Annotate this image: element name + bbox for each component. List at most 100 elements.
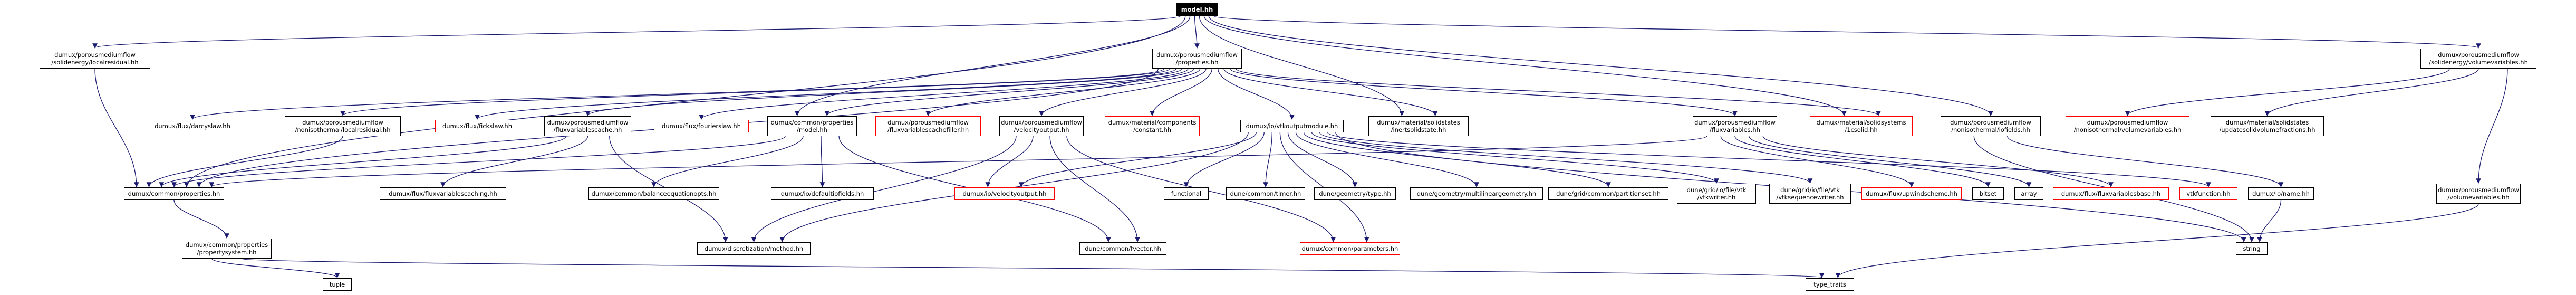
graph-node-vtkoutputmodule[interactable]: dumux/io/vtkoutputmodule.hh bbox=[1240, 120, 1344, 132]
graph-node-multilineargeometry[interactable]: dune/geometry/multilineargeometry.hh bbox=[1410, 187, 1543, 200]
graph-node-ni-localresidual[interactable]: dumux/porousmediumflow /nonisothermal/lo… bbox=[285, 116, 401, 136]
include-edge-pmf-fluxvariables-to-array bbox=[1749, 136, 2032, 187]
graph-node-fourierslaw[interactable]: dumux/flux/fourierslaw.hh bbox=[654, 120, 749, 132]
include-edge-vtkoutputmodule-to-vtksequencewriter bbox=[1319, 132, 1813, 184]
graph-node-ni-volumevariables[interactable]: dumux/porousmediumflow /nonisothermal/vo… bbox=[2066, 116, 2189, 136]
graph-node-vtksequencewriter[interactable]: dune/grid/io/file/vtk /vtksequencewriter… bbox=[1769, 184, 1851, 204]
graph-node-updatesolidvolfrac[interactable]: dumux/material/solidstates /updatesolidv… bbox=[2211, 116, 2324, 136]
include-edge-props-model-to-defaultiofields bbox=[819, 136, 825, 187]
include-edge-ni-iofields-to-io-name bbox=[2007, 136, 2284, 187]
graph-node-constant[interactable]: dumux/material/components /constant.hh bbox=[1105, 116, 1200, 136]
graph-node-array[interactable]: array bbox=[2014, 187, 2043, 200]
graph-node-defaultiofields[interactable]: dumux/io/defaultiofields.hh bbox=[771, 187, 874, 200]
include-edge-ni-localresidual-to-common-properties bbox=[146, 136, 343, 187]
graph-node-type-traits[interactable]: type_traits bbox=[1806, 278, 1854, 291]
include-edge-pmf-velocityoutput-to-fvector bbox=[1049, 136, 1140, 242]
include-edge-fluxvarscache-to-fluxvarscaching bbox=[440, 136, 588, 187]
include-edge-se-volumevariables-to-pmf-volumevariables bbox=[2476, 68, 2508, 184]
include-edge-pmf-fluxvariables-to-bitset bbox=[1734, 136, 1991, 187]
graph-node-partitionset[interactable]: dune/grid/common/partitionset.hh bbox=[1548, 187, 1668, 200]
include-edge-pmf-properties-to-pmf-velocityoutput bbox=[1039, 68, 1207, 116]
include-edge-common-properties-to-propertysystem bbox=[173, 199, 229, 239]
include-edge-model-to-se-localresidual bbox=[92, 15, 1181, 49]
include-edge-model-to-pmf-properties bbox=[1194, 15, 1200, 49]
graph-node-fvector[interactable]: dune/common/fvector.hh bbox=[1079, 242, 1166, 255]
graph-node-props-model[interactable]: dumux/common/properties /model.hh bbox=[767, 116, 857, 136]
include-edge-model-to-common-properties bbox=[184, 15, 1186, 187]
graph-node-fluxvarscachefiller[interactable]: dumux/porousmediumflow /fluxvariablescac… bbox=[875, 116, 981, 136]
include-edge-pmf-properties-to-constant bbox=[1150, 68, 1212, 116]
include-edge-pmf-properties-to-props-model bbox=[824, 68, 1194, 116]
include-edge-vtkoutputmodule-to-timer bbox=[1263, 132, 1272, 187]
include-edge-se-localresidual-to-common-properties bbox=[94, 68, 139, 187]
include-edge-model-to-ni-iofields bbox=[1208, 15, 1993, 116]
include-edge-vtkoutputmodule-to-method bbox=[779, 132, 1249, 242]
graph-node-darcyslaw[interactable]: dumux/flux/darcyslaw.hh bbox=[148, 120, 237, 132]
graph-node-io-velocityoutput[interactable]: dumux/io/velocityoutput.hh bbox=[954, 187, 1055, 200]
include-edge-propertysystem-to-type-traits bbox=[241, 258, 1824, 278]
include-edge-model-to-inertsolidstate bbox=[1199, 15, 1405, 116]
graph-node-pmf-volumevariables[interactable]: dumux/porousmediumflow /volumevariables.… bbox=[2436, 184, 2521, 204]
graph-node-ni-iofields[interactable]: dumux/porousmediumflow /nonisothermal/io… bbox=[1941, 116, 2041, 136]
include-edge-pmf-fluxvariables-to-common-properties bbox=[209, 136, 1707, 187]
graph-node-pmf-properties[interactable]: dumux/porousmediumflow /properties.hh bbox=[1152, 49, 1242, 69]
graph-node-onecsolid[interactable]: dumux/material/solidsystems /1csolid.hh bbox=[1810, 116, 1913, 136]
graph-node-io-name[interactable]: dumux/io/name.hh bbox=[2248, 187, 2314, 200]
include-edge-vtkoutputmodule-to-parameters bbox=[1279, 132, 1369, 242]
include-edge-io-name-to-string bbox=[2257, 199, 2282, 242]
graph-node-tuple[interactable]: tuple bbox=[323, 278, 352, 291]
include-edge-propertysystem-to-tuple bbox=[211, 258, 340, 278]
include-edge-pmf-properties-to-fickslaw bbox=[475, 68, 1176, 120]
include-edge-pmf-properties-to-inertsolidstate bbox=[1223, 68, 1438, 116]
graph-node-balanceequationopts[interactable]: dumux/common/balanceequationopts.hh bbox=[588, 187, 719, 200]
include-edge-model-to-onecsolid bbox=[1203, 15, 1847, 116]
include-edge-se-volumevariables-to-ni-volumevariables bbox=[2125, 68, 2450, 116]
graph-node-functional[interactable]: functional bbox=[1164, 187, 1209, 200]
include-edge-vtkoutputmodule-to-functional bbox=[1183, 132, 1265, 187]
include-edge-props-model-to-common-properties bbox=[171, 136, 786, 187]
include-edge-pmf-properties-to-onecsolid bbox=[1236, 68, 1881, 116]
graph-node-fluxvariablesbase[interactable]: dumux/flux/fluxvariablesbase.hh bbox=[2053, 187, 2169, 200]
include-edge-pmf-properties-to-fourierslaw bbox=[699, 68, 1189, 120]
graph-node-upwindscheme[interactable]: dumux/flux/upwindscheme.hh bbox=[1861, 187, 1962, 200]
graph-node-fickslaw[interactable]: dumux/flux/fickslaw.hh bbox=[435, 120, 519, 132]
include-edge-pmf-properties-to-darcyslaw bbox=[190, 68, 1165, 120]
include-edge-pmf-properties-to-pmf-fluxvariables bbox=[1229, 68, 1738, 116]
graph-node-parameters[interactable]: dumux/common/parameters.hh bbox=[1300, 242, 1400, 255]
include-edge-pmf-velocityoutput-to-method bbox=[751, 136, 1017, 242]
graph-node-pmf-velocityoutput[interactable]: dumux/porousmediumflow /velocityoutput.h… bbox=[999, 116, 1084, 136]
graph-node-fluxvarscache[interactable]: dumux/porousmediumflow /fluxvariablescac… bbox=[544, 116, 631, 136]
include-edge-se-volumevariables-to-updatesolidvolfrac bbox=[2264, 68, 2479, 116]
include-edge-props-model-to-balanceequationopts bbox=[651, 136, 804, 187]
include-edge-model-to-props-model bbox=[794, 15, 1191, 116]
include-edge-vtkoutputmodule-to-vtkwriter bbox=[1311, 132, 1719, 184]
include-edge-model-to-se-volumevariables bbox=[1213, 15, 2481, 49]
graph-node-se-volumevariables[interactable]: dumux/porousmediumflow /solidenergy/volu… bbox=[2420, 49, 2536, 69]
include-edge-vtkoutputmodule-to-vtkfunction bbox=[1327, 132, 2211, 187]
graph-node-model[interactable]: model.hh bbox=[1176, 3, 1218, 16]
graph-node-inertsolidstate[interactable]: dumux/material/solidstates /inertsolidst… bbox=[1368, 116, 1469, 136]
graph-node-pmf-fluxvariables[interactable]: dumux/porousmediumflow /fluxvariables.hh bbox=[1693, 116, 1777, 136]
graph-node-fluxvarscaching[interactable]: dumux/flux/fluxvariablescaching.hh bbox=[380, 187, 506, 200]
include-edge-pmf-properties-to-fluxvarscache bbox=[585, 68, 1183, 116]
include-edge-pmf-properties-to-vtkoutputmodule bbox=[1218, 68, 1295, 120]
include-edge-pmf-velocityoutput-to-io-velocityoutput bbox=[985, 136, 1034, 187]
graph-node-bitset[interactable]: bitset bbox=[1972, 187, 2004, 200]
graph-node-propertysystem[interactable]: dumux/common/properties /propertysystem.… bbox=[182, 239, 272, 259]
include-edge-fluxvarscache-to-common-properties bbox=[159, 136, 566, 187]
include-edge-pmf-properties-to-fluxvarscachefiller bbox=[925, 68, 1201, 116]
graph-node-vtkwriter[interactable]: dune/grid/io/file/vtk /vtkwriter.hh bbox=[1677, 184, 1756, 204]
graph-node-common-properties[interactable]: dumux/common/properties.hh bbox=[124, 187, 224, 200]
include-edge-pmf-properties-to-ni-localresidual bbox=[340, 68, 1171, 116]
graph-node-vtkfunction[interactable]: vtkfunction.hh bbox=[2179, 187, 2237, 200]
include-edge-vtkoutputmodule-to-geometry-type bbox=[1287, 132, 1358, 187]
include-edge-vtkoutputmodule-to-multilineargeometry bbox=[1295, 132, 1479, 187]
graph-node-string[interactable]: string bbox=[2236, 242, 2268, 255]
graph-node-se-localresidual[interactable]: dumux/porousmediumflow /solidenergy/loca… bbox=[40, 49, 150, 69]
graph-node-geometry-type[interactable]: dune/geometry/type.hh bbox=[1314, 187, 1396, 200]
include-edge-pmf-fluxvariables-to-fluxvariablesbase bbox=[1762, 136, 2114, 187]
graph-node-method[interactable]: dumux/discretization/method.hh bbox=[697, 242, 811, 255]
graph-node-timer[interactable]: dune/common/timer.hh bbox=[1226, 187, 1305, 200]
